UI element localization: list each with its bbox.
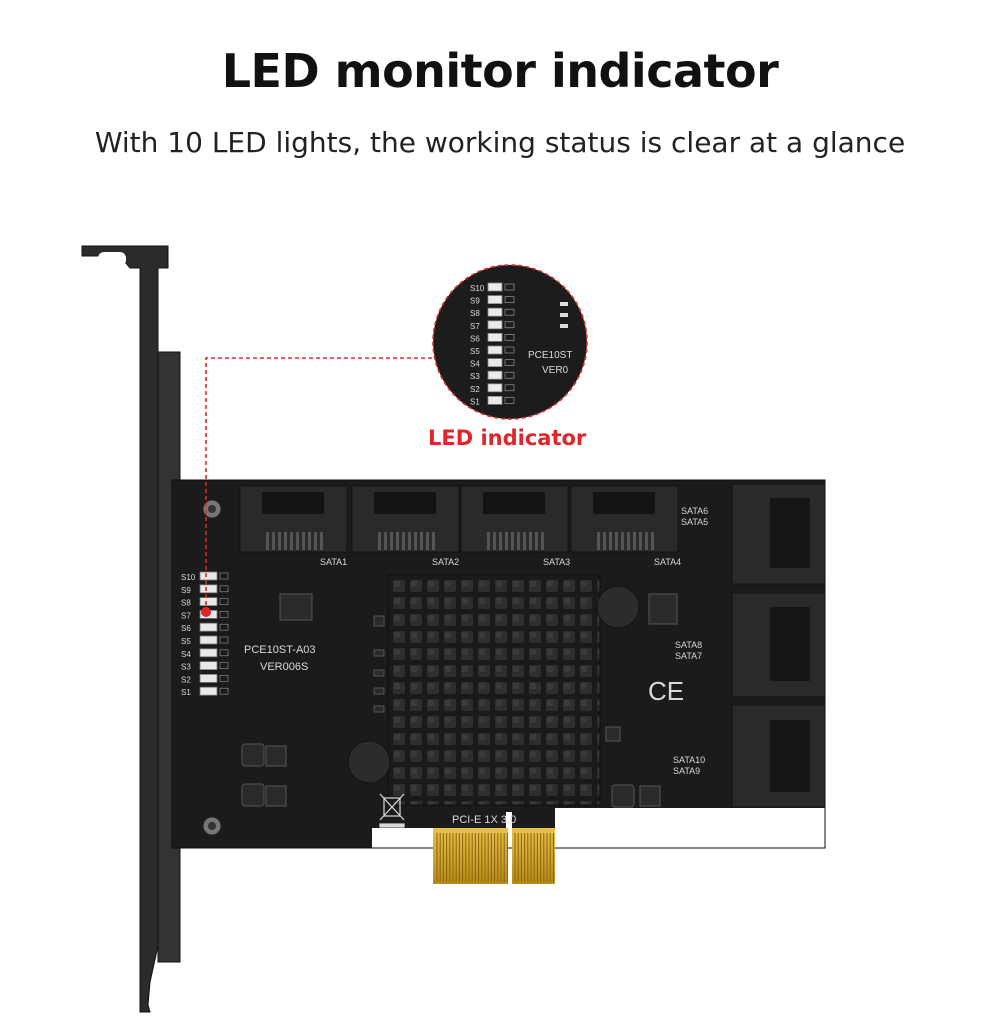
led-light (199, 648, 218, 658)
heatsink (347, 574, 640, 806)
zoom-led-label: S4 (470, 360, 480, 369)
zoom-led-light (487, 282, 503, 292)
zoom-led-light (487, 370, 503, 380)
led-label: S6 (181, 624, 191, 633)
mounting-bracket (81, 245, 181, 1013)
led-label: S4 (181, 650, 191, 659)
led-label: S8 (181, 599, 191, 608)
callout-leader (201, 357, 432, 617)
zoom-led-light (487, 395, 503, 405)
zoom-led-label: S6 (470, 334, 480, 343)
led-light (199, 635, 218, 645)
led-indicator-callout-label: LED indicator (428, 426, 587, 450)
led-label: S1 (181, 688, 191, 697)
zoom-led-light (487, 295, 503, 305)
chips (241, 593, 678, 808)
led-light (199, 597, 218, 606)
screw-holes (202, 499, 222, 836)
led-light (199, 686, 218, 696)
pci-e-gold-fingers (433, 828, 555, 884)
zoom-led-label: S9 (470, 297, 480, 306)
led-light (199, 661, 218, 670)
led-label: S10 (181, 573, 196, 582)
sata3-label: SATA3 (543, 557, 570, 567)
board-version-text: VER006S (260, 661, 308, 673)
led-label: S7 (181, 611, 191, 620)
led-light (199, 674, 218, 683)
page-title: LED monitor indicator (221, 44, 779, 98)
zoom-led-label: S8 (470, 309, 480, 318)
led-light (199, 622, 218, 632)
sata1-label: SATA1 (320, 557, 347, 567)
zoom-led-label: S10 (470, 284, 485, 293)
led-light (199, 571, 218, 581)
zoom-model-text: PCE10ST (528, 350, 572, 361)
side-port-label: SATA10 (673, 755, 705, 765)
zoom-led-light (487, 307, 503, 317)
top-sata-connectors (239, 485, 679, 553)
sata4-label: SATA4 (654, 557, 681, 567)
sata2-label: SATA2 (432, 557, 459, 567)
zoom-led-light (487, 358, 503, 368)
led-label: S9 (181, 586, 191, 595)
zoom-led-label: S3 (470, 372, 480, 381)
zoom-led-light (487, 345, 503, 355)
led-label: S3 (181, 663, 191, 672)
side-port-label: SATA5 (681, 517, 708, 527)
led-label: S2 (181, 675, 191, 684)
zoom-led-light (487, 320, 503, 330)
side-port-label: SATA6 (681, 506, 708, 516)
page-subtitle: With 10 LED lights, the working status i… (94, 126, 906, 159)
board-bus-text: PCI-E 1X 3.0 (452, 814, 516, 826)
side-port-label: SATA9 (673, 766, 700, 776)
side-port-label: SATA7 (675, 651, 702, 661)
weee-bin-icon (379, 793, 405, 828)
led-label: S5 (181, 637, 191, 646)
zoom-led-label: S1 (470, 397, 480, 406)
side-sata-connectors (731, 483, 826, 808)
ce-mark: CE (648, 676, 684, 706)
zoom-led-label: S7 (470, 322, 480, 331)
zoom-led-light (487, 332, 503, 342)
zoom-led-label: S2 (470, 385, 480, 394)
zoom-led-light (487, 383, 503, 393)
zoom-led-label: S5 (470, 347, 480, 356)
zoom-version-text: VER0 (542, 365, 569, 376)
board-model-text: PCE10ST-A03 (244, 644, 316, 656)
led-light (199, 584, 218, 594)
side-port-label: SATA8 (675, 640, 702, 650)
